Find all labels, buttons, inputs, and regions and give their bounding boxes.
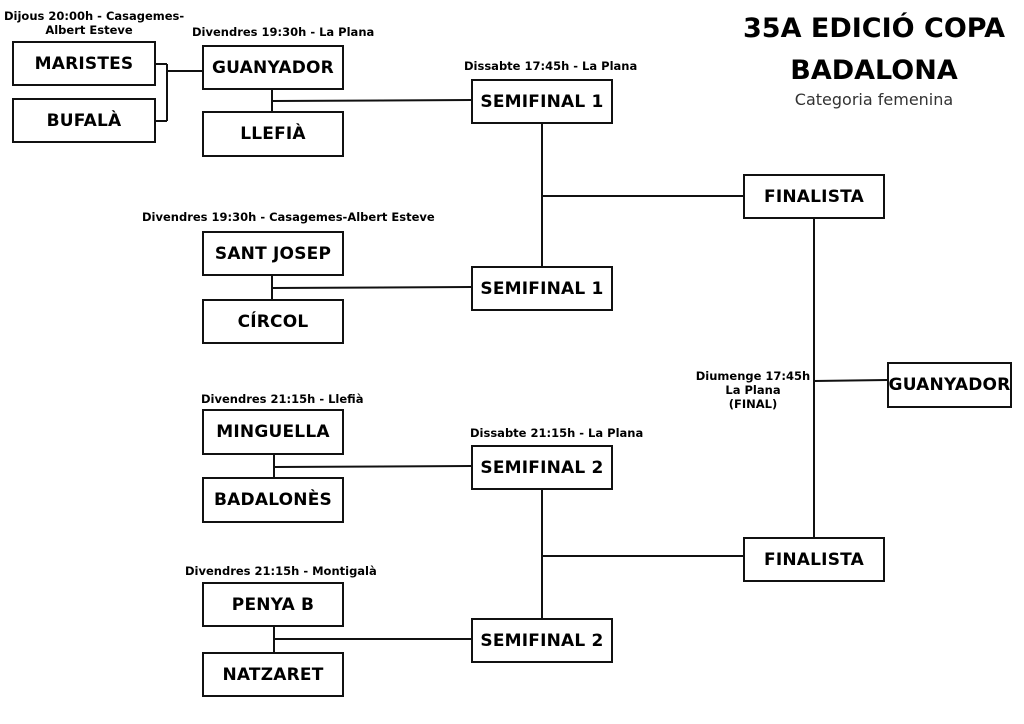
connector-match-1 bbox=[271, 89, 472, 112]
schedule-match-1: Divendres 19:30h - La Plana bbox=[192, 25, 375, 39]
team-box-circol: CÍRCOL bbox=[202, 299, 344, 344]
team-box-sant-josep: SANT JOSEP bbox=[202, 231, 344, 276]
team-box-minguella: MINGUELLA bbox=[202, 409, 344, 455]
team-box-natzaret: NATZARET bbox=[202, 652, 344, 697]
team-box-guanyador-prelim: GUANYADOR bbox=[202, 45, 344, 90]
team-box-badalones: BADALONÈS bbox=[202, 477, 344, 523]
connector-match-2 bbox=[271, 276, 472, 299]
semifinal-box-1-bottom: SEMIFINAL 1 bbox=[471, 266, 613, 311]
schedule-semifinal-2: Dissabte 21:15h - La Plana bbox=[470, 426, 644, 440]
champion-box: GUANYADOR bbox=[887, 362, 1012, 408]
schedule-match-2: Divendres 19:30h - Casagemes-Albert Este… bbox=[142, 210, 435, 224]
page-subtitle: Categoria femenina bbox=[794, 90, 954, 109]
team-box-llefia: LLEFIÀ bbox=[202, 111, 344, 157]
schedule-match-3: Divendres 21:15h - Llefià bbox=[201, 392, 364, 406]
schedule-prelim: Dijous 20:00h - Casagemes- Albert Esteve bbox=[4, 9, 185, 37]
semifinal-box-2-bottom: SEMIFINAL 2 bbox=[471, 618, 613, 663]
connector-prelim bbox=[155, 63, 202, 122]
schedule-semifinal-1: Dissabte 17:45h - La Plana bbox=[464, 59, 638, 73]
connector-semifinal-1 bbox=[541, 124, 743, 266]
schedule-prelim-line-1: Dijous 20:00h - Casagemes- bbox=[4, 9, 185, 23]
schedule-final-line-3: (FINAL) bbox=[728, 397, 778, 411]
team-box-bufala: BUFALÀ bbox=[12, 98, 156, 143]
title-line-2: BADALONA bbox=[790, 55, 958, 86]
page-title: 35A EDICIÓ COPA BADALONA bbox=[738, 8, 1010, 92]
connector-semifinal-2 bbox=[541, 490, 743, 618]
semifinal-box-2-top: SEMIFINAL 2 bbox=[471, 445, 613, 490]
schedule-prelim-line-2: Albert Esteve bbox=[45, 23, 133, 37]
finalist-box-bottom: FINALISTA bbox=[743, 537, 885, 582]
finalist-box-top: FINALISTA bbox=[743, 174, 885, 219]
schedule-match-4: Divendres 21:15h - Montigalà bbox=[185, 564, 377, 578]
title-line-1: 35A EDICIÓ COPA bbox=[743, 13, 1005, 44]
team-box-penya-b: PENYA B bbox=[202, 582, 344, 627]
team-box-maristes: MARISTES bbox=[12, 41, 156, 86]
semifinal-box-1-top: SEMIFINAL 1 bbox=[471, 79, 613, 124]
connector-final bbox=[813, 218, 888, 538]
connector-match-3 bbox=[273, 455, 472, 478]
schedule-final-line-1: Diumenge 17:45h bbox=[695, 369, 811, 383]
schedule-final-line-2: La Plana bbox=[725, 383, 781, 397]
schedule-final: Diumenge 17:45h La Plana (FINAL) bbox=[694, 369, 812, 411]
connector-match-4 bbox=[273, 627, 471, 652]
